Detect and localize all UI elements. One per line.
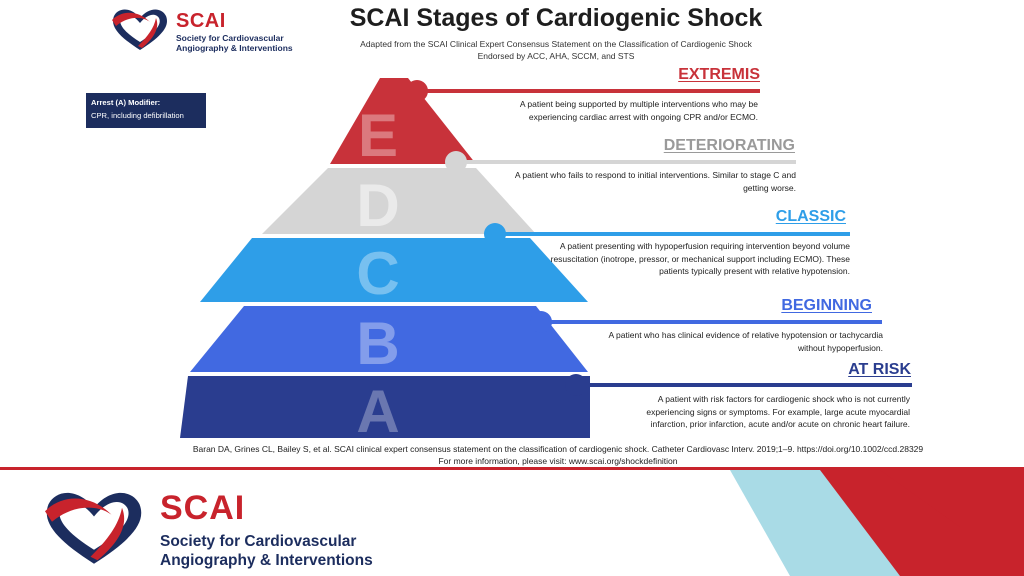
page-subtitle: Adapted from the SCAI Clinical Expert Co… <box>360 39 752 61</box>
stage-d-tier <box>262 168 536 234</box>
heart-logo-icon <box>45 492 142 564</box>
shock-stage-pyramid: E D C B A <box>180 78 590 440</box>
citation: Baran DA, Grines CL, Bailey S, et al. SC… <box>148 443 968 467</box>
stage-a-letter: A <box>356 378 399 440</box>
stage-b-line <box>546 320 882 324</box>
stage-a-description: A patient with risk factors for cardioge… <box>646 394 910 429</box>
stage-c-tier <box>200 238 588 302</box>
footer-logo: SCAI Society for Cardiovascular Angiogra… <box>38 485 398 570</box>
stage-e-description: A patient being supported by multiple in… <box>519 99 758 122</box>
stage-d-description: A patient who fails to respond to initia… <box>514 170 796 193</box>
modifier-text: CPR, including defibrillation <box>91 111 184 120</box>
stage-c-description: A patient presenting with hypoperfusion … <box>550 241 850 276</box>
stage-c-letter: C <box>356 240 399 307</box>
page-title: SCAI Stages of Cardiogenic Shock <box>349 4 763 32</box>
stage-e-letter: E <box>358 102 398 169</box>
arrest-modifier-box: Arrest (A) Modifier: CPR, including defi… <box>86 93 206 128</box>
stage-a-name: AT RISK <box>848 361 911 378</box>
stage-b-description: A patient who has clinical evidence of r… <box>608 330 883 353</box>
stage-c-name: CLASSIC <box>775 208 846 225</box>
stage-a-line <box>580 383 912 387</box>
modifier-heading: Arrest (A) Modifier: <box>91 98 161 107</box>
footer-banner: SCAI Society for Cardiovascular Angiogra… <box>0 467 1024 576</box>
stage-b-letter: B <box>356 310 399 377</box>
footer-red-rule <box>0 467 1024 470</box>
stage-e-name: EXTREMIS <box>678 66 760 83</box>
stage-e-tier <box>330 78 476 164</box>
logo-brand: SCAI <box>176 10 226 32</box>
footer-decoration <box>730 470 1024 576</box>
header-logo: SCAI Society for Cardiovascular Angiogra… <box>108 6 308 56</box>
logo-subtitle: Society for Cardiovascular Angiography &… <box>176 33 293 53</box>
footer-logo-brand: SCAI <box>160 489 246 527</box>
stage-d-name: DETERIORATING <box>663 137 795 154</box>
citation-reference: Baran DA, Grines CL, Bailey S, et al. SC… <box>192 444 924 454</box>
stage-b-tier <box>190 306 588 372</box>
stage-b-name: BEGINNING <box>781 297 872 314</box>
stage-a-tier <box>180 376 590 438</box>
heart-logo-icon <box>112 9 167 50</box>
citation-link[interactable]: For more information, please visit: www.… <box>438 456 678 466</box>
footer-logo-subtitle: Society for Cardiovascular Angiography &… <box>160 533 373 569</box>
stage-d-letter: D <box>356 172 399 239</box>
